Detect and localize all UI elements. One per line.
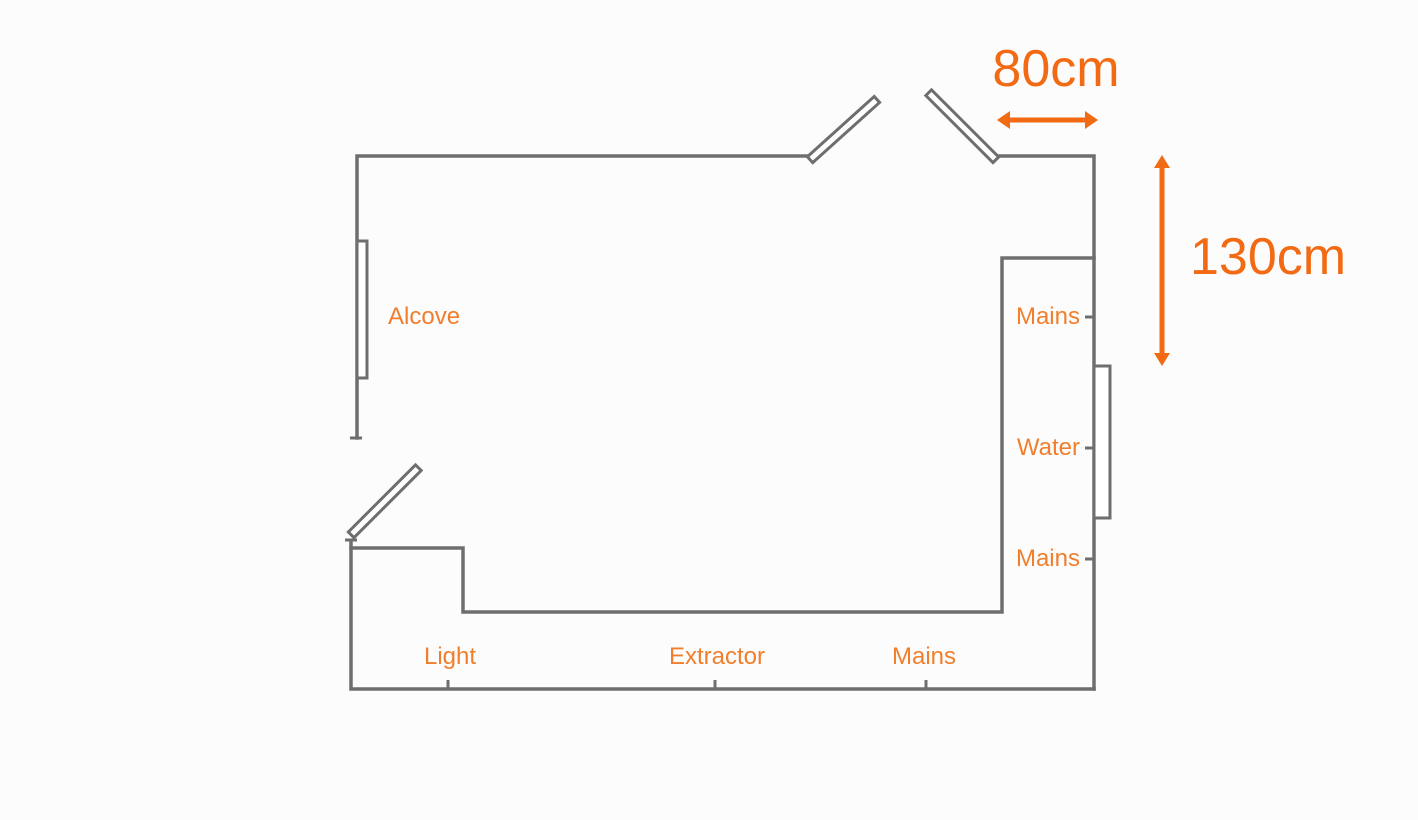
arrow-up-icon: [1154, 155, 1170, 168]
arrow-right-icon: [1085, 111, 1098, 129]
top-wall-right: [994, 154, 1096, 691]
top-wall-left: [355, 154, 812, 440]
door-left[interactable]: [346, 462, 424, 540]
walls: [345, 154, 1096, 691]
right-window: [1092, 364, 1112, 520]
label-extractor: Extractor: [669, 643, 765, 670]
arrow-left-icon: [997, 111, 1010, 129]
label-light: Light: [424, 643, 476, 670]
label-mains-bottom-wall: Mains: [892, 643, 956, 670]
dimension-depth-label: 130cm: [1190, 228, 1346, 286]
label-water: Water: [1017, 434, 1080, 461]
arrow-down-icon: [1154, 353, 1170, 366]
label-alcove: Alcove: [388, 303, 460, 330]
label-mains-bottom: Mains: [1016, 545, 1080, 572]
dimension-width-label: 80cm: [992, 40, 1119, 98]
counter-outline: [349, 256, 1096, 614]
door-top-left[interactable]: [805, 94, 882, 165]
label-mains-top: Mains: [1016, 303, 1080, 330]
dimension-depth: 130cm: [1154, 155, 1346, 366]
dimension-width: 80cm: [992, 40, 1120, 129]
alcove-recess: [355, 239, 369, 380]
bottom-wall: [349, 539, 1096, 691]
door-top-right[interactable]: [923, 87, 1001, 165]
